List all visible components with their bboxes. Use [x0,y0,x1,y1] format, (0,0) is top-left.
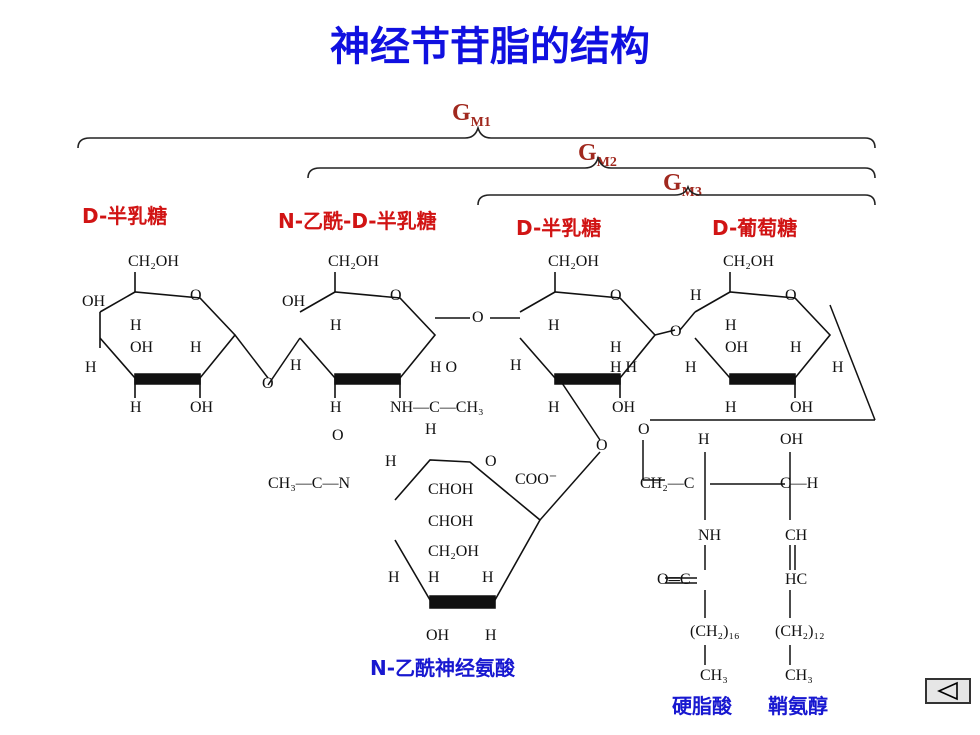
svg-text:OH: OH [190,399,214,416]
svg-text:H: H [482,569,494,586]
linkages [234,304,876,521]
back-button[interactable] [925,678,971,704]
svg-text:H: H [685,359,697,376]
svg-text:OH: OH [612,399,636,416]
svg-text:H: H [790,339,802,356]
svg-text:O: O [485,453,497,470]
svg-text:H H: H H [610,359,638,376]
ring-galactose-2 [519,272,657,398]
svg-text:(CH₂)₁₆: (CH₂)₁₆ [690,623,740,640]
ceramide-chains [665,452,796,665]
svg-text:H: H [85,359,97,376]
svg-text:O: O [785,287,797,304]
svg-text:H: H [388,569,400,586]
svg-text:NH—C—CH₃: NH—C—CH₃ [390,399,484,416]
label-sialic-acid: N-乙酰神经氨酸 [370,656,516,680]
svg-text:CH₂OH: CH₂OH [548,253,599,270]
svg-text:CH₂—C: CH₂—C [640,475,694,492]
svg-text:H: H [190,339,202,356]
gm3-bracket [477,184,876,206]
page-title: 神经节苷脂的结构 [330,24,650,70]
triangle-left-icon [937,681,958,701]
gm1-bracket [77,125,876,149]
svg-text:O: O [670,323,682,340]
svg-text:CH₂OH: CH₂OH [723,253,774,270]
svg-text:H: H [485,627,497,644]
svg-text:OH: OH [780,431,804,448]
svg-text:OH: OH [426,627,450,644]
svg-text:H: H [690,287,702,304]
svg-text:H: H [130,399,142,416]
svg-text:H: H [510,357,522,374]
svg-text:H: H [330,317,342,334]
svg-text:O: O [596,437,608,454]
svg-text:H: H [548,399,560,416]
svg-text:H: H [428,569,440,586]
label-galactose-1: D-半乳糖 [82,204,168,228]
svg-text:O: O [190,287,202,304]
gm1-label: GM1 [452,100,491,130]
gm2-label: GM2 [578,140,617,170]
svg-text:O: O [610,287,622,304]
svg-text:H: H [610,339,622,356]
svg-text:O: O [472,309,484,326]
svg-text:CH₂OH: CH₂OH [428,543,479,560]
svg-text:H: H [698,431,710,448]
svg-text:O: O [390,287,402,304]
svg-text:CHOH: CHOH [428,513,474,530]
svg-text:HC: HC [785,571,807,588]
svg-text:O═C: O═C [657,571,691,588]
svg-text:CH₃: CH₃ [700,667,728,684]
svg-text:OH: OH [82,293,106,310]
svg-text:H: H [330,399,342,416]
svg-text:COO⁻: COO⁻ [515,471,557,488]
svg-text:CH₂OH: CH₂OH [128,253,179,270]
svg-text:NH: NH [698,527,722,544]
svg-text:H: H [130,317,142,334]
label-stearic-acid: 硬脂酸 [672,694,732,718]
svg-text:H: H [385,453,397,470]
svg-text:O: O [332,427,344,444]
svg-text:OH: OH [130,339,154,356]
svg-text:CH₃: CH₃ [785,667,813,684]
svg-text:CHOH: CHOH [428,481,474,498]
svg-text:H O: H O [430,359,457,376]
label-galactose-2: D-半乳糖 [516,216,602,240]
svg-text:H: H [725,317,737,334]
label-sphingosine: 鞘氨醇 [768,694,828,718]
svg-text:OH: OH [790,399,814,416]
svg-text:CH: CH [785,527,808,544]
label-n-acetylgalactosamine: N-乙酰-D-半乳糖 [278,209,437,233]
svg-text:H: H [832,359,844,376]
brackets [77,125,876,206]
svg-text:O: O [262,375,274,392]
ring-galactose-1 [99,272,237,398]
ring-glucose [694,272,832,398]
gm2-bracket [307,155,876,179]
ring-galnac [299,272,437,398]
svg-text:CH₂OH: CH₂OH [328,253,379,270]
svg-text:O: O [638,421,650,438]
svg-text:C—H: C—H [780,475,819,492]
svg-text:H: H [425,421,437,438]
svg-text:H: H [725,399,737,416]
svg-text:H: H [548,317,560,334]
label-glucose: D-葡萄糖 [712,216,798,240]
svg-text:(CH₂)₁₂: (CH₂)₁₂ [775,623,825,640]
svg-text:OH: OH [725,339,749,356]
svg-text:CH₃—C—N: CH₃—C—N [268,475,350,492]
svg-text:OH: OH [282,293,306,310]
svg-text:H: H [290,357,302,374]
